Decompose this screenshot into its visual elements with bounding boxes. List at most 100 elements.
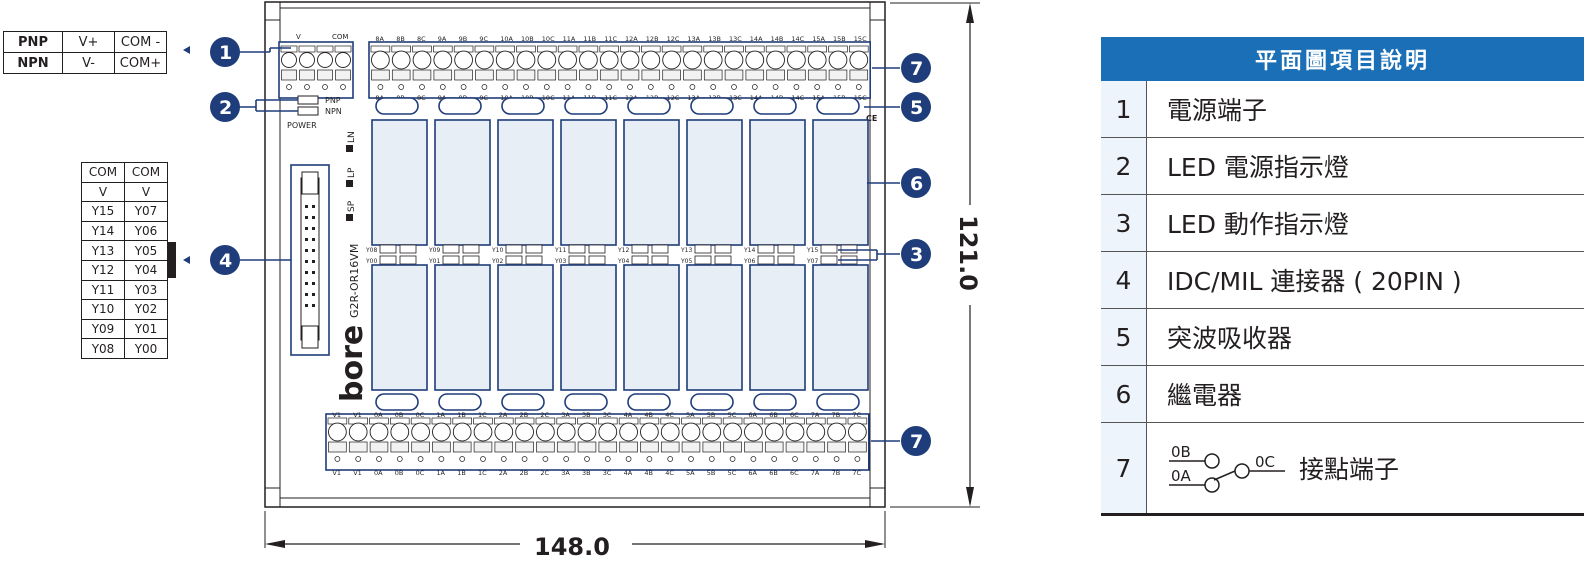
idc-pin [305, 227, 308, 230]
terminal-clamp [660, 441, 680, 453]
terminal-label: 11A [563, 94, 576, 102]
terminal-clamp [537, 69, 557, 81]
terminal-clamp [785, 441, 805, 453]
table-cell: COM+ [114, 52, 167, 74]
led-label: Y00 [365, 258, 377, 265]
terminal-label: 10C [542, 35, 555, 43]
legend-number: 3 [1101, 194, 1147, 252]
table-cell: Y04 [124, 259, 168, 281]
dimension-arrow-icon [865, 540, 885, 548]
terminal-screw-icon [454, 50, 473, 70]
terminal-label: 5B [707, 411, 716, 419]
table-cell: Y07 [124, 201, 168, 222]
mode-led [297, 95, 319, 105]
terminal-label: 14C [791, 35, 804, 43]
terminal-hole [689, 84, 696, 90]
table-cell: Y02 [124, 299, 168, 320]
terminal-screw-icon [371, 50, 390, 70]
terminal-label: 1B [457, 411, 466, 419]
led-indicator [442, 244, 460, 254]
rail-clip [869, 487, 886, 508]
led-indicator [714, 244, 732, 254]
terminal-label: 4A [624, 411, 633, 419]
callout-badge [210, 245, 240, 275]
legend-number: 5 [1101, 308, 1147, 366]
led-indicator [840, 244, 858, 254]
terminal-label: 12C [667, 35, 680, 43]
led-indicator [820, 244, 838, 254]
callout-number: 6 [910, 173, 923, 195]
terminal-label: 7A [811, 469, 820, 477]
terminal-clamp [412, 69, 432, 81]
terminal-screw-icon [577, 422, 597, 442]
terminal-clamp [473, 441, 493, 453]
terminal-clamp [806, 441, 826, 453]
terminal-clamp [662, 69, 681, 81]
terminal-label: 3A [561, 469, 570, 477]
dimension-width-label: 148.0 [534, 533, 610, 561]
terminal-label: 2C [540, 469, 549, 477]
table-cell: COM [124, 162, 168, 183]
terminal-hole [750, 456, 757, 462]
idc-latch [301, 171, 319, 195]
terminal-screw-icon [683, 50, 702, 70]
idc-pin [305, 205, 308, 208]
led-indicator [568, 244, 586, 254]
terminal-screw-icon [281, 52, 297, 68]
terminal-hole [398, 84, 405, 90]
terminal-hole [688, 456, 694, 462]
terminal-clamp [849, 69, 869, 81]
led-indicator [714, 255, 732, 265]
terminal-hole [417, 456, 424, 462]
side-marker [346, 180, 353, 187]
table-cell: Y15 [81, 201, 125, 222]
side-label: LP [347, 167, 357, 178]
led-label: Y09 [428, 247, 440, 254]
terminal-hole [771, 456, 778, 462]
terminal-hole [729, 456, 736, 462]
table-cell: Y11 [81, 279, 125, 301]
idc-pin [305, 216, 308, 219]
legend-description: 繼電器 [1146, 365, 1584, 423]
terminal-screw-icon [390, 422, 410, 442]
terminal-hole [564, 84, 571, 90]
table-cell: V- [62, 52, 115, 74]
terminal-label: 2C [540, 411, 549, 419]
terminal-clamp [452, 441, 472, 453]
terminal-clamp [328, 441, 347, 453]
terminal-hole [304, 84, 310, 90]
idc-pin [312, 227, 315, 230]
terminal-clamp [369, 441, 389, 453]
terminal-clamp [317, 69, 333, 81]
idc-pin [305, 293, 308, 296]
table-row: NPN V- COM+ [3, 52, 167, 74]
table-cell: Y01 [124, 318, 168, 340]
terminal-label: 0B [395, 411, 404, 419]
led-label: Y07 [806, 258, 818, 265]
terminal-clamp [432, 441, 451, 453]
terminal-label: 7A [811, 411, 820, 419]
terminal-label: 4C [665, 411, 674, 419]
led-indicator [525, 244, 543, 254]
callout-number: 2 [219, 97, 232, 119]
terminal-label: 12C [667, 94, 680, 102]
legend-number: 4 [1101, 251, 1147, 309]
led-label: Y12 [617, 247, 629, 254]
legend-row: 4 IDC/MIL 連接器 ( 20PIN ) [1101, 251, 1584, 309]
terminal-label: 5A [686, 411, 695, 419]
relay [686, 119, 743, 246]
terminal-clamp [702, 441, 722, 453]
idc-pin [305, 271, 308, 274]
terminal-hole [523, 84, 529, 90]
terminal-hole [606, 84, 613, 90]
legend-description: IDC/MIL 連接器 ( 20PIN ) [1146, 251, 1584, 309]
terminal-hole [814, 84, 821, 90]
terminal-clamp [516, 69, 536, 81]
terminal-hole [731, 84, 737, 90]
terminal-clamp [454, 69, 473, 81]
terminal-screw-icon [827, 422, 846, 442]
terminal-clamp [599, 69, 619, 81]
legend-description: 0B 0A 0C 接點端子 [1146, 422, 1584, 516]
terminal-screw-icon [641, 50, 661, 70]
